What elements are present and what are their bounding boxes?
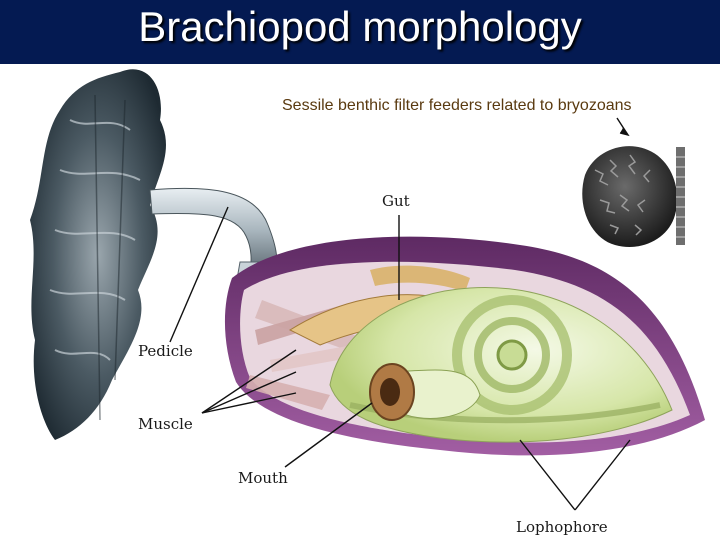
label-lophophore: Lophophore: [516, 518, 608, 536]
lophophore-organ: [329, 286, 673, 443]
caption-text: Sessile benthic filter feeders related t…: [282, 97, 632, 114]
bryozoan-photo: [582, 146, 685, 247]
rock-substrate: [30, 69, 166, 440]
leader-lines: [169, 117, 631, 511]
label-gut: Gut: [382, 192, 410, 210]
mouth-opening: [369, 363, 415, 421]
label-muscle: Muscle: [138, 415, 193, 433]
label-pedicle: Pedicle: [138, 342, 193, 360]
label-mouth: Mouth: [238, 469, 288, 487]
slide-title: Brachiopod morphology: [138, 3, 582, 50]
title-bar: [0, 0, 720, 64]
